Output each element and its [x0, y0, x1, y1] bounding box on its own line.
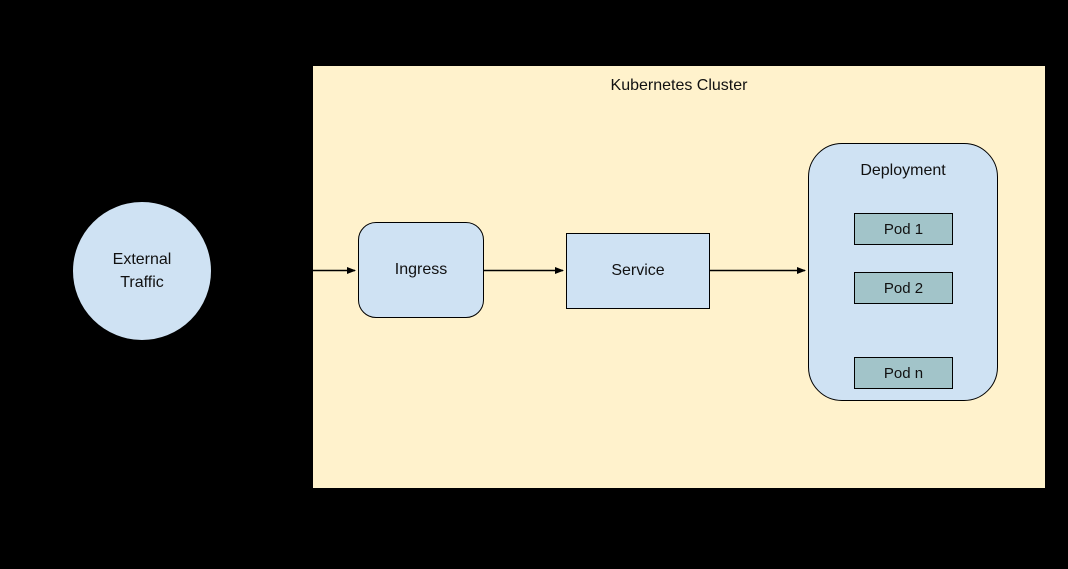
node-ingress: Ingress: [358, 222, 484, 318]
external-traffic-label: External Traffic: [112, 250, 172, 291]
pod-1-label: Pod 1: [883, 220, 924, 238]
deployment-label: Deployment: [860, 162, 946, 179]
node-pod-2: Pod 2: [854, 272, 953, 304]
node-service: Service: [566, 233, 710, 309]
node-pod-1: Pod 1: [854, 213, 953, 245]
kubernetes-cluster-title: Kubernetes Cluster: [610, 77, 748, 94]
ingress-label: Ingress: [394, 261, 448, 278]
pod-n-label: Pod n: [883, 364, 924, 382]
node-external-traffic: External Traffic: [72, 201, 212, 341]
node-pod-n: Pod n: [854, 357, 953, 389]
service-label: Service: [611, 262, 665, 279]
pod-2-label: Pod 2: [883, 279, 924, 297]
